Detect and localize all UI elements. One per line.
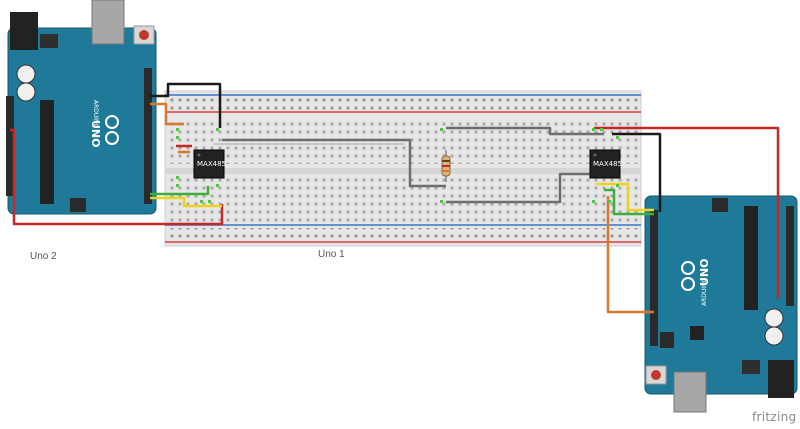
wires [10,82,780,314]
wire-gray-a [222,138,446,188]
wire-green-left [150,186,210,196]
uno2-board-text: UNO [89,120,102,148]
connection-dots [176,128,619,203]
wire-red-right [594,126,780,298]
uno2-brand-text: ARDUINO [92,100,99,129]
wire-yellow-right [596,182,654,212]
wire-green-right [604,188,654,216]
arduino-uno-2: UNO ARDUINO [6,0,157,215]
breadboard [164,90,642,247]
chip-left-label: MAX485 [197,160,226,168]
wire-yellow-left [150,196,222,208]
wire-gray-c [446,126,604,136]
uno2-label: Uno 2 [30,251,57,262]
wire-orange-right [606,196,654,314]
wire-orange-left [150,102,184,126]
wire-black-left [150,82,222,128]
wire-red-left [10,128,224,226]
uno1-board-text: UNO [698,259,711,287]
max485-chip-left: MAX485 [193,149,226,179]
chip-right-label: MAX485 [593,160,622,168]
resistor [441,150,451,182]
fritzing-logo: fritzing [752,410,797,424]
wire-gray-d [446,172,604,204]
uno1-label: Uno 1 [318,249,345,260]
arduino-uno-1: UNO ARDUINO [644,195,798,413]
max485-chip-right: MAX485 [589,149,622,179]
uno1-brand-text: ARDUINO [701,277,708,306]
wire-black-right [612,132,662,212]
